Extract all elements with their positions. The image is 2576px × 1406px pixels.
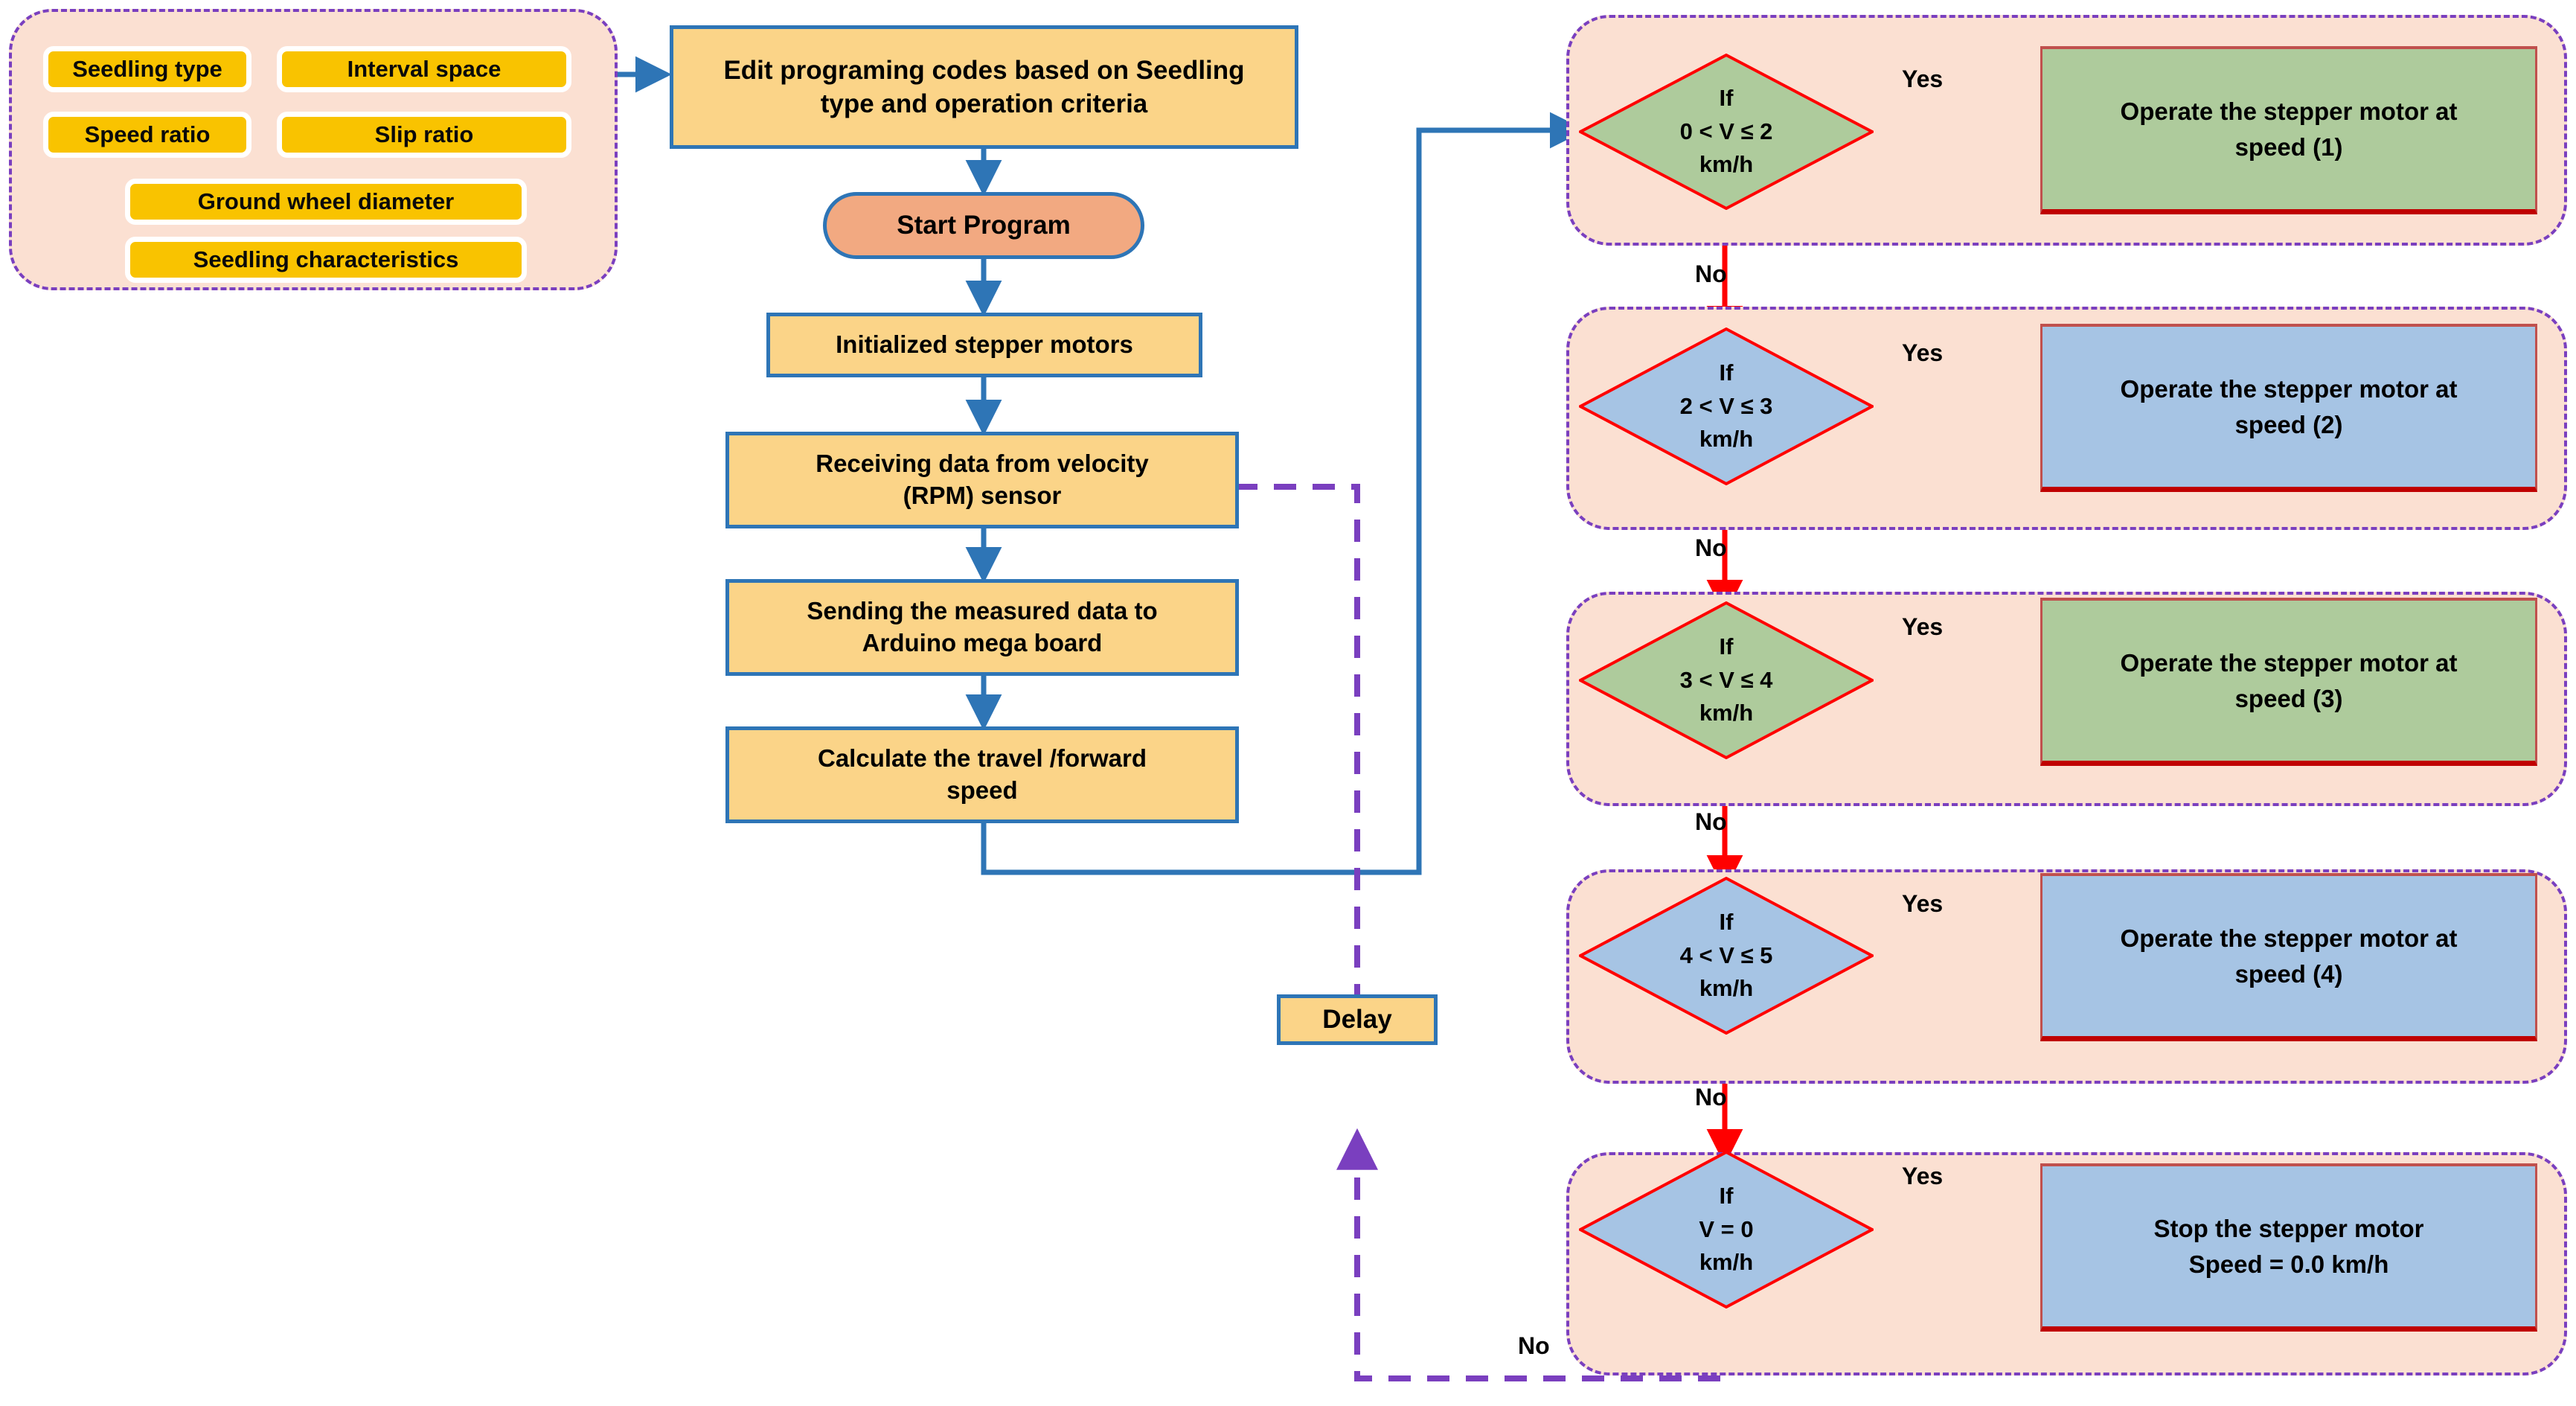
- edge-label-no-4: No: [1695, 1084, 1727, 1111]
- chip-seedling-type[interactable]: Seedling type: [43, 46, 251, 92]
- process-edit-code[interactable]: Edit programing codes based on Seedling …: [670, 25, 1298, 149]
- decision-diamond-3[interactable]: If 3 < V ≤ 4 km/h: [1579, 601, 1874, 759]
- action-box-5[interactable]: Stop the stepper motor Speed = 0.0 km/h: [2040, 1163, 2537, 1332]
- decision-label-1: If 0 < V ≤ 2 km/h: [1679, 84, 1773, 178]
- process-delay[interactable]: Delay: [1277, 994, 1438, 1045]
- process-receive-velocity[interactable]: Receiving data from velocity (RPM) senso…: [725, 432, 1239, 528]
- edge-label-yes-1: Yes: [1902, 65, 1944, 92]
- process-calculate-speed[interactable]: Calculate the travel /forward speed: [725, 726, 1239, 823]
- decision-label-4: If 4 < V ≤ 5 km/h: [1679, 908, 1773, 1002]
- chip-ground-wheel-diameter[interactable]: Ground wheel diameter: [125, 179, 527, 225]
- decision-diamond-1[interactable]: If 0 < V ≤ 2 km/h: [1579, 54, 1874, 210]
- decision-diamond-4[interactable]: If 4 < V ≤ 5 km/h: [1579, 877, 1874, 1035]
- chip-speed-ratio[interactable]: Speed ratio: [43, 112, 251, 158]
- decision-label-3: If 3 < V ≤ 4 km/h: [1679, 633, 1773, 726]
- edge-label-no-3: No: [1695, 808, 1727, 835]
- terminator-start-program[interactable]: Start Program: [823, 192, 1144, 259]
- decision-label-2: If 2 < V ≤ 3 km/h: [1679, 359, 1773, 453]
- process-send-data[interactable]: Sending the measured data to Arduino meg…: [725, 579, 1239, 676]
- chip-seedling-characteristics[interactable]: Seedling characteristics: [125, 237, 527, 283]
- edge-label-no-2: No: [1695, 534, 1727, 561]
- action-box-2[interactable]: Operate the stepper motor at speed (2): [2040, 324, 2537, 492]
- edge-label-no-loop: No: [1518, 1332, 1550, 1359]
- chip-interval-space[interactable]: Interval space: [277, 46, 571, 92]
- decision-diamond-2[interactable]: If 2 < V ≤ 3 km/h: [1579, 327, 1874, 485]
- chip-slip-ratio[interactable]: Slip ratio: [277, 112, 571, 158]
- action-box-3[interactable]: Operate the stepper motor at speed (3): [2040, 598, 2537, 766]
- edge-label-yes-3: Yes: [1902, 613, 1944, 640]
- edge-label-yes-2: Yes: [1902, 339, 1944, 366]
- decision-diamond-5[interactable]: If V = 0 km/h: [1579, 1151, 1874, 1308]
- process-initialize-motors[interactable]: Initialized stepper motors: [766, 313, 1202, 377]
- edge-label-yes-4: Yes: [1902, 890, 1944, 917]
- edge-label-yes-5: Yes: [1902, 1163, 1944, 1189]
- action-box-1[interactable]: Operate the stepper motor at speed (1): [2040, 46, 2537, 214]
- edge-label-no-1: No: [1695, 261, 1727, 287]
- decision-label-5: If V = 0 km/h: [1699, 1182, 1754, 1276]
- action-box-4[interactable]: Operate the stepper motor at speed (4): [2040, 873, 2537, 1041]
